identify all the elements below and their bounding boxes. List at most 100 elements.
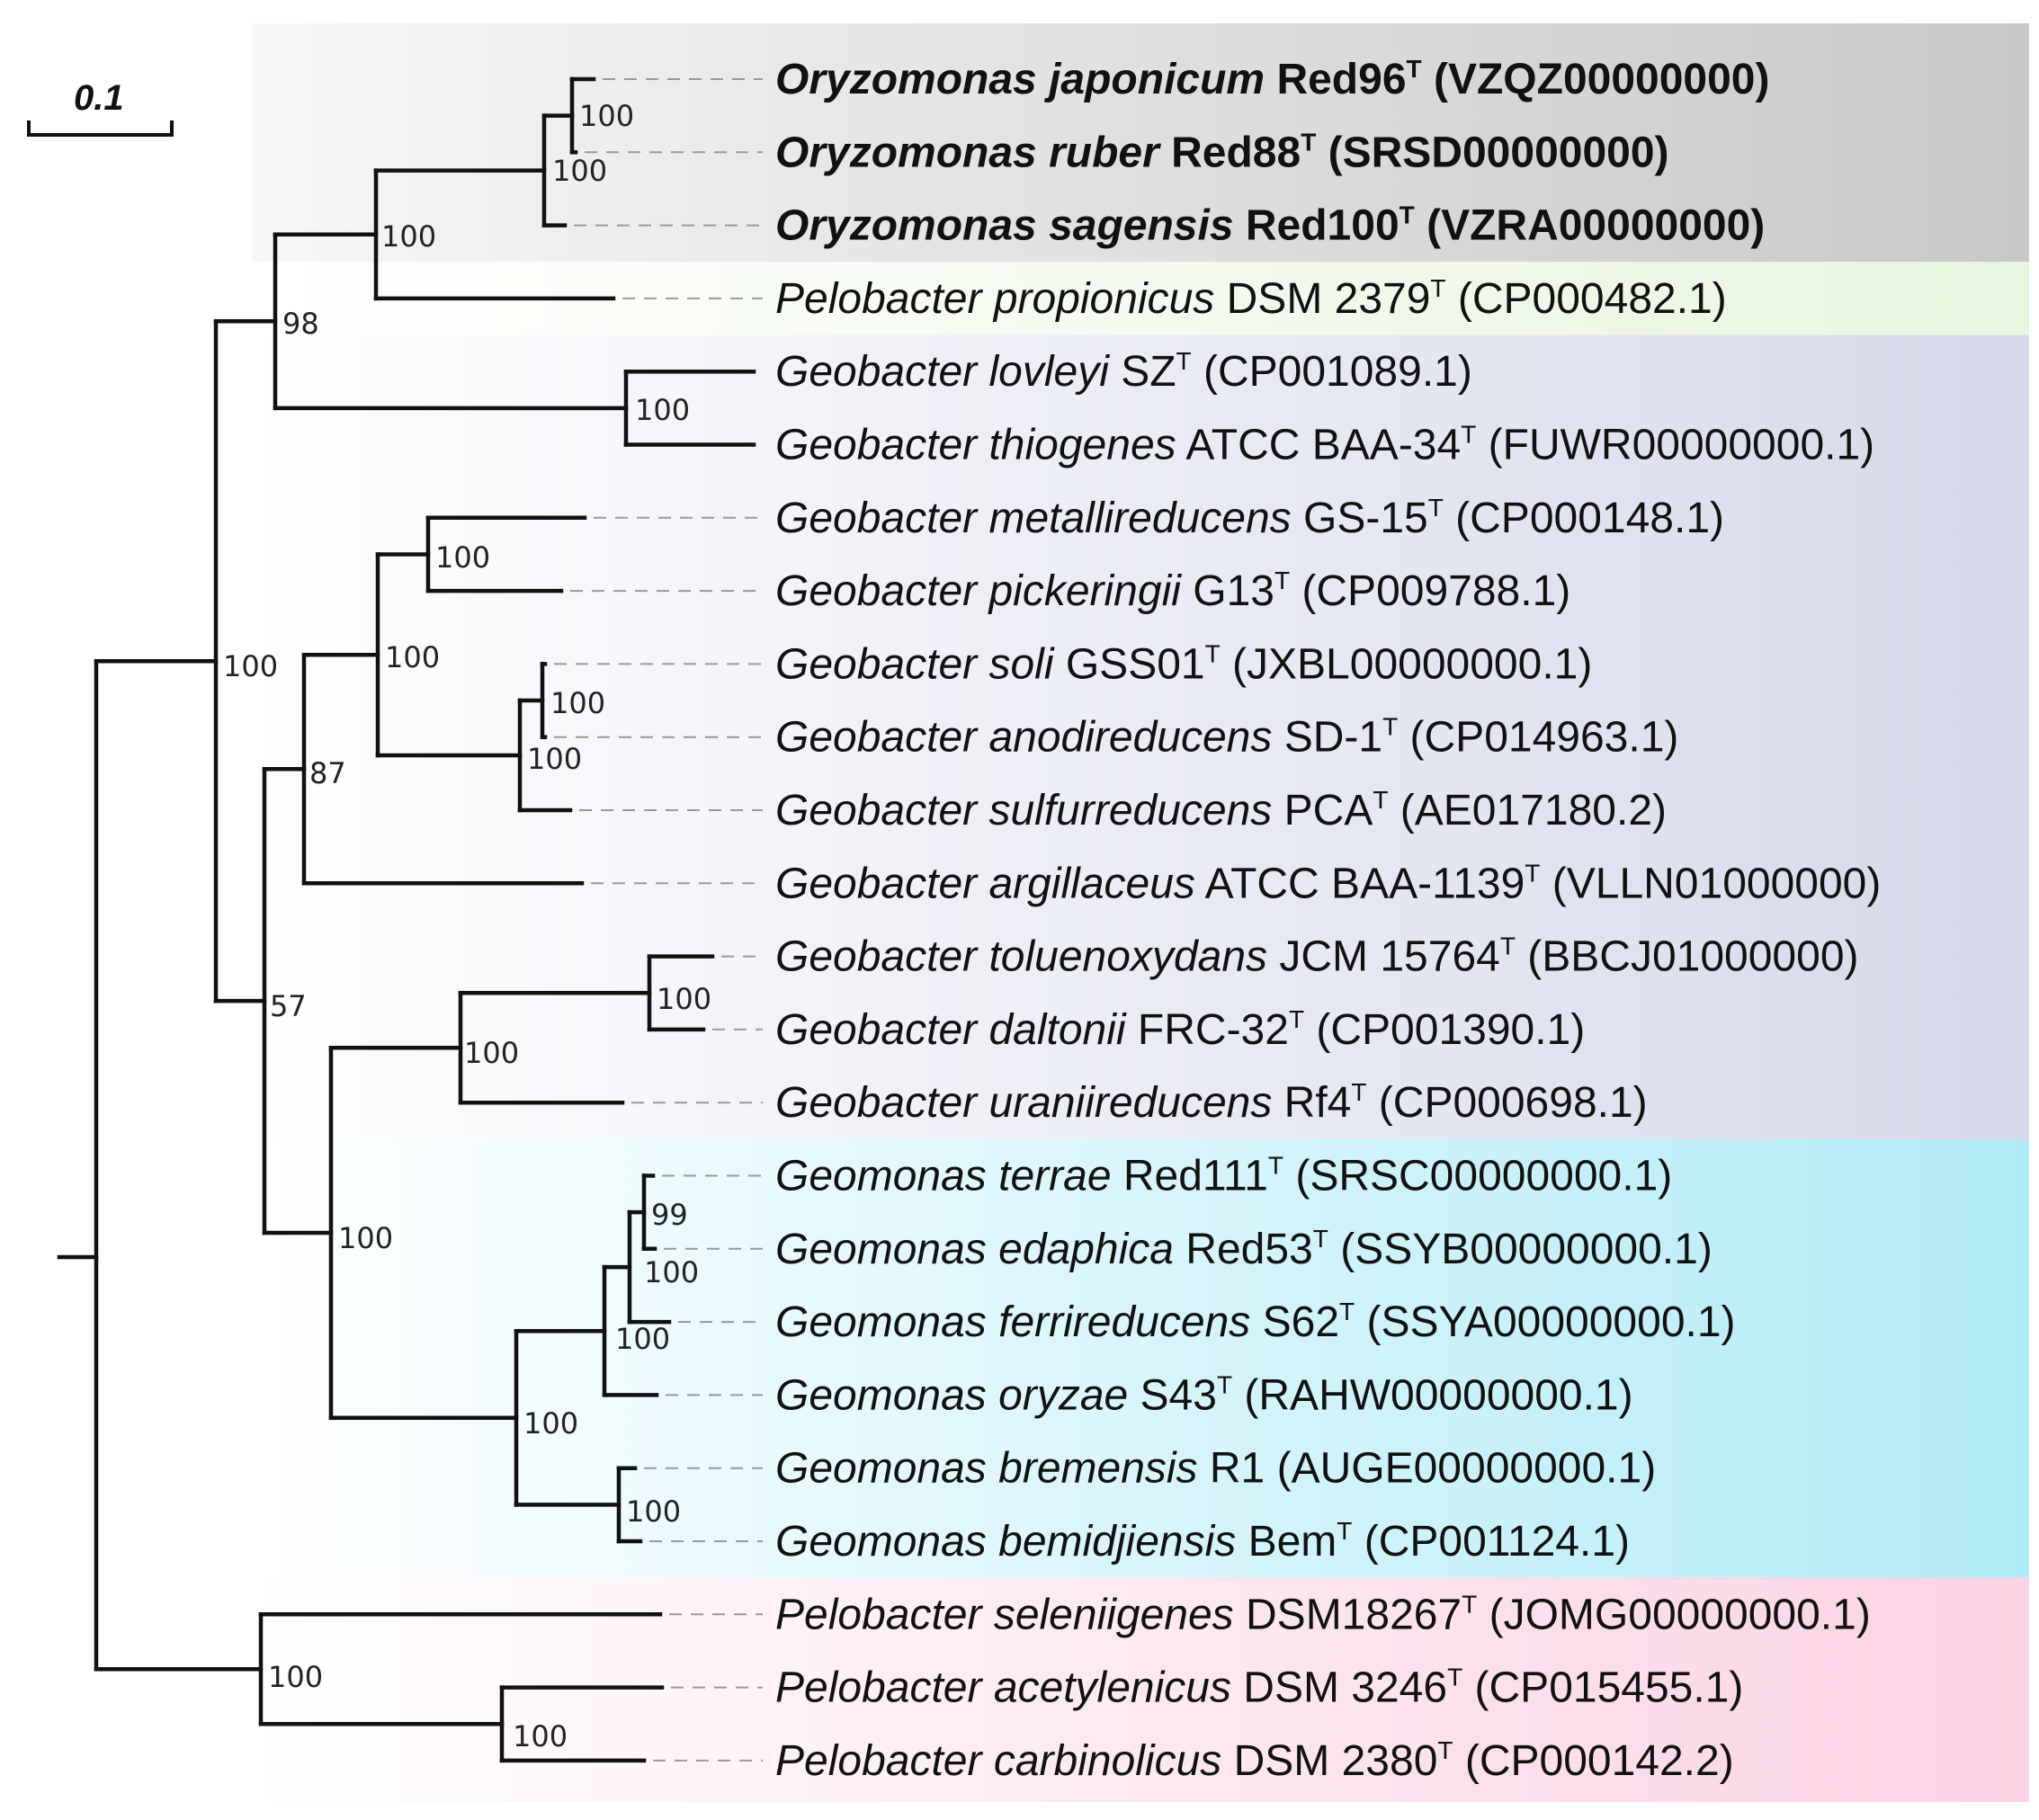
taxon-species: Geobacter toluenoxydans bbox=[775, 933, 1267, 981]
taxon-strain: G13 bbox=[1181, 567, 1274, 615]
taxon-strain: Red88 bbox=[1159, 129, 1301, 176]
taxon-strain: JCM 15764 bbox=[1267, 933, 1500, 981]
taxon-accession: (CP000482.1) bbox=[1446, 275, 1727, 323]
taxon-strain: Red53 bbox=[1174, 1226, 1313, 1273]
taxon-species: Pelobacter seleniigenes bbox=[775, 1591, 1234, 1638]
taxon-species: Pelobacter carbinolicus bbox=[775, 1737, 1221, 1785]
type-strain-mark: T bbox=[1351, 1078, 1366, 1106]
type-strain-mark: T bbox=[1437, 1736, 1453, 1764]
taxon-accession: (JXBL00000000.1) bbox=[1221, 640, 1593, 688]
taxon-strain: DSM 2380 bbox=[1221, 1737, 1437, 1785]
taxon-strain: SZ bbox=[1109, 348, 1176, 396]
taxon-label: Oryzomonas sagensis Red100T (VZRA0000000… bbox=[775, 201, 1765, 250]
clade-backgrounds bbox=[252, 23, 2029, 1802]
type-strain-mark: T bbox=[1447, 1664, 1462, 1691]
taxon-accession: (CP000142.2) bbox=[1453, 1737, 1734, 1785]
taxon-species: Geobacter sulfurreducens bbox=[775, 787, 1272, 834]
taxon-species: Geomonas ferrireducens bbox=[775, 1298, 1250, 1346]
bootstrap-value: 100 bbox=[644, 1255, 699, 1289]
type-strain-mark: T bbox=[1382, 713, 1398, 741]
taxon-label: Oryzomonas ruber Red88T (SRSD00000000) bbox=[775, 128, 1669, 176]
taxon-species: Oryzomonas japonicum bbox=[775, 56, 1265, 103]
taxon-species: Geomonas bemidjiensis bbox=[775, 1518, 1236, 1566]
taxon-accession: (CP014963.1) bbox=[1398, 714, 1678, 762]
bootstrap-value: 100 bbox=[435, 540, 490, 575]
taxon-label: Geobacter lovleyi SZT (CP001089.1) bbox=[775, 347, 1472, 396]
taxon-species: Oryzomonas sagensis bbox=[775, 202, 1234, 250]
taxon-strain: Red111 bbox=[1112, 1153, 1268, 1200]
taxon-strain: GSS01 bbox=[1054, 640, 1205, 688]
taxon-strain: Bem bbox=[1236, 1518, 1337, 1566]
taxon-label: Geobacter soli GSS01T (JXBL00000000.1) bbox=[775, 639, 1592, 688]
taxon-accession: (BBCJ01000000) bbox=[1516, 933, 1859, 981]
taxon-accession: (CP000148.1) bbox=[1444, 495, 1724, 542]
type-strain-mark: T bbox=[1268, 1152, 1283, 1180]
bootstrap-value: 100 bbox=[626, 1494, 681, 1529]
taxon-accession: (CP000698.1) bbox=[1366, 1079, 1647, 1127]
taxon-accession: (VZRA00000000) bbox=[1415, 202, 1766, 250]
bootstrap-value: 100 bbox=[223, 649, 278, 683]
tree-branches bbox=[57, 76, 756, 1763]
clade-band-geobacter bbox=[252, 335, 2029, 1139]
bootstrap-value: 100 bbox=[527, 742, 582, 776]
taxon-label: Geobacter argillaceus ATCC BAA-1139T (VL… bbox=[775, 859, 1881, 907]
taxon-accession: (FUWR00000000.1) bbox=[1476, 422, 1874, 469]
taxon-labels: Oryzomonas japonicum Red96T (VZQZ0000000… bbox=[775, 55, 1881, 1785]
taxon-accession: (SRSC00000000.1) bbox=[1283, 1153, 1672, 1200]
taxon-species: Geobacter anodireducens bbox=[775, 714, 1272, 762]
taxon-species: Geobacter metallireducens bbox=[775, 495, 1292, 542]
taxon-label: Pelobacter propionicus DSM 2379T (CP0004… bbox=[775, 274, 1727, 323]
taxon-label: Pelobacter carbinolicus DSM 2380T (CP000… bbox=[775, 1736, 1734, 1785]
taxon-label: Geobacter anodireducens SD-1T (CP014963.… bbox=[775, 713, 1678, 762]
type-strain-mark: T bbox=[1525, 859, 1540, 887]
type-strain-mark: T bbox=[1337, 1517, 1352, 1545]
leader-dashes bbox=[554, 78, 763, 1762]
type-strain-mark: T bbox=[1462, 1590, 1477, 1618]
type-strain-mark: T bbox=[1301, 128, 1316, 156]
type-strain-mark: T bbox=[1289, 1005, 1304, 1033]
taxon-label: Pelobacter acetylenicus DSM 3246T (CP015… bbox=[775, 1664, 1743, 1712]
bootstrap-value: 100 bbox=[513, 1719, 568, 1753]
bootstrap-value: 57 bbox=[270, 989, 307, 1023]
taxon-label: Geobacter pickeringii G13T (CP009788.1) bbox=[775, 567, 1570, 615]
taxon-strain: DSM 3246 bbox=[1231, 1664, 1447, 1712]
taxon-label: Geomonas edaphica Red53T (SSYB00000000.1… bbox=[775, 1225, 1713, 1273]
taxon-accession: (CP001089.1) bbox=[1192, 348, 1472, 396]
taxon-species: Geobacter soli bbox=[775, 640, 1055, 688]
taxon-species: Pelobacter propionicus bbox=[775, 275, 1214, 323]
taxon-species: Geomonas oryzae bbox=[775, 1371, 1128, 1419]
taxon-label: Geomonas terrae Red111T (SRSC00000000.1) bbox=[775, 1152, 1672, 1200]
taxon-strain: PCA bbox=[1272, 787, 1373, 834]
taxon-accession: (JOMG00000000.1) bbox=[1477, 1591, 1871, 1638]
taxon-label: Geobacter metallireducens GS-15T (CP0001… bbox=[775, 494, 1724, 542]
taxon-species: Geobacter uraniireducens bbox=[775, 1079, 1272, 1127]
bootstrap-value: 100 bbox=[523, 1406, 578, 1441]
taxon-strain: ATCC BAA-1139 bbox=[1195, 860, 1525, 907]
type-strain-mark: T bbox=[1313, 1225, 1328, 1253]
taxon-species: Geobacter argillaceus bbox=[775, 860, 1195, 907]
taxon-species: Geobacter lovleyi bbox=[775, 348, 1110, 396]
taxon-accession: (RAHW00000000.1) bbox=[1232, 1371, 1633, 1419]
bootstrap-value: 100 bbox=[635, 393, 690, 427]
bootstrap-value: 100 bbox=[381, 219, 436, 254]
type-strain-mark: T bbox=[1407, 55, 1422, 83]
bootstrap-value: 99 bbox=[651, 1198, 688, 1232]
taxon-strain: GS-15 bbox=[1292, 495, 1428, 542]
scale-bar-label: 0.1 bbox=[74, 78, 124, 118]
taxon-accession: (SSYA00000000.1) bbox=[1355, 1298, 1735, 1346]
type-strain-mark: T bbox=[1339, 1298, 1355, 1325]
taxon-accession: (VLLN01000000) bbox=[1540, 860, 1881, 907]
taxon-label: Geobacter uraniireducens Rf4T (CP000698.… bbox=[775, 1078, 1648, 1127]
taxon-label: Geomonas oryzae S43T (RAHW00000000.1) bbox=[775, 1370, 1633, 1419]
taxon-strain: Red96 bbox=[1265, 56, 1406, 103]
taxon-accession: (CP009788.1) bbox=[1290, 567, 1570, 615]
taxon-species: Geomonas bremensis bbox=[775, 1445, 1198, 1493]
taxon-strain: FRC-32 bbox=[1126, 1006, 1289, 1054]
bootstrap-value: 87 bbox=[309, 756, 346, 790]
taxon-label: Geobacter sulfurreducens PCAT (AE017180.… bbox=[775, 786, 1667, 834]
type-strain-mark: T bbox=[1430, 274, 1445, 302]
taxon-strain: DSM18267 bbox=[1234, 1591, 1462, 1638]
type-strain-mark: T bbox=[1373, 786, 1388, 814]
